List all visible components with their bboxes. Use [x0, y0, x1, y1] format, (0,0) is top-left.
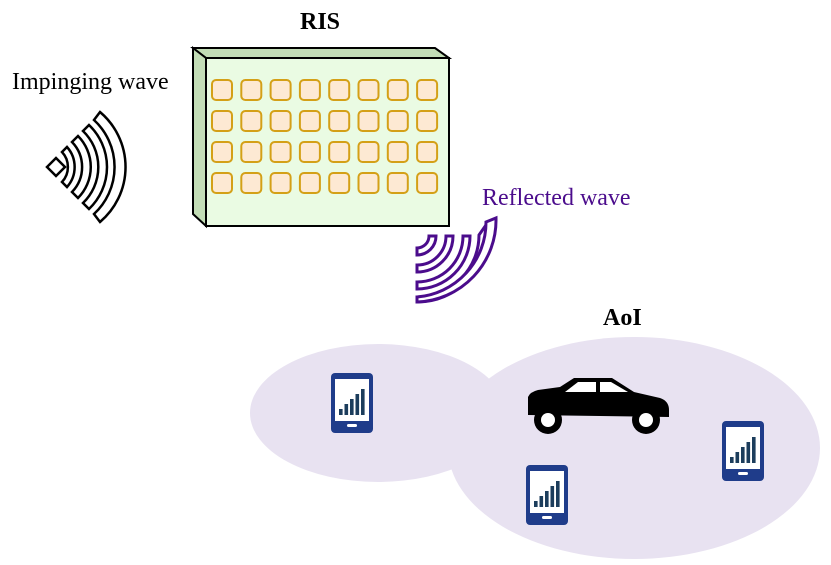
smartphone-signal-icon — [722, 421, 764, 481]
ris-element — [357, 79, 380, 101]
ris-element-grid — [211, 79, 439, 194]
ris-element — [211, 110, 233, 132]
ris-element — [386, 110, 409, 132]
ris-element — [416, 79, 439, 101]
ris-element — [298, 141, 321, 163]
ris-element — [357, 172, 380, 194]
ris-element — [269, 141, 292, 163]
ris-element — [269, 79, 292, 101]
ris-element — [211, 141, 233, 163]
ris-element — [298, 110, 321, 132]
smartphone-signal-icon — [526, 465, 568, 525]
phone-group — [331, 373, 764, 525]
ris-element — [240, 141, 263, 163]
ris-element — [211, 172, 233, 194]
ris-panel — [190, 45, 453, 229]
impinging-wave-label: Impinging wave — [12, 69, 169, 95]
ris-element — [328, 141, 351, 163]
ris-element — [240, 79, 263, 101]
ris-element — [328, 110, 351, 132]
car-icon — [528, 378, 669, 434]
ris-element — [240, 110, 263, 132]
aoi-left-zone — [250, 344, 506, 482]
impinging-wave-icon — [45, 110, 127, 224]
smartphone-signal-icon — [331, 373, 373, 433]
ris-element — [298, 79, 321, 101]
ris-element — [328, 172, 351, 194]
ris-element — [298, 172, 321, 194]
aoi-right-zone — [448, 337, 820, 559]
reflected-wave-label: Reflected wave — [482, 185, 631, 211]
ris-element — [386, 79, 409, 101]
ris-panel-side — [192, 45, 207, 229]
ris-element — [416, 172, 439, 194]
ris-element — [211, 79, 233, 101]
ris-element — [357, 141, 380, 163]
ris-element — [416, 110, 439, 132]
ris-element — [269, 172, 292, 194]
ris-panel-top — [190, 47, 453, 59]
ris-element — [386, 172, 409, 194]
aoi-label: AoI — [603, 305, 642, 331]
ris-element — [328, 79, 351, 101]
ris-element — [357, 110, 380, 132]
reflected-wave-icon — [415, 215, 498, 304]
ris-element — [416, 141, 439, 163]
ris-element — [240, 172, 263, 194]
ris-element — [269, 110, 292, 132]
ris-label: RIS — [300, 9, 341, 35]
ris-element — [386, 141, 409, 163]
